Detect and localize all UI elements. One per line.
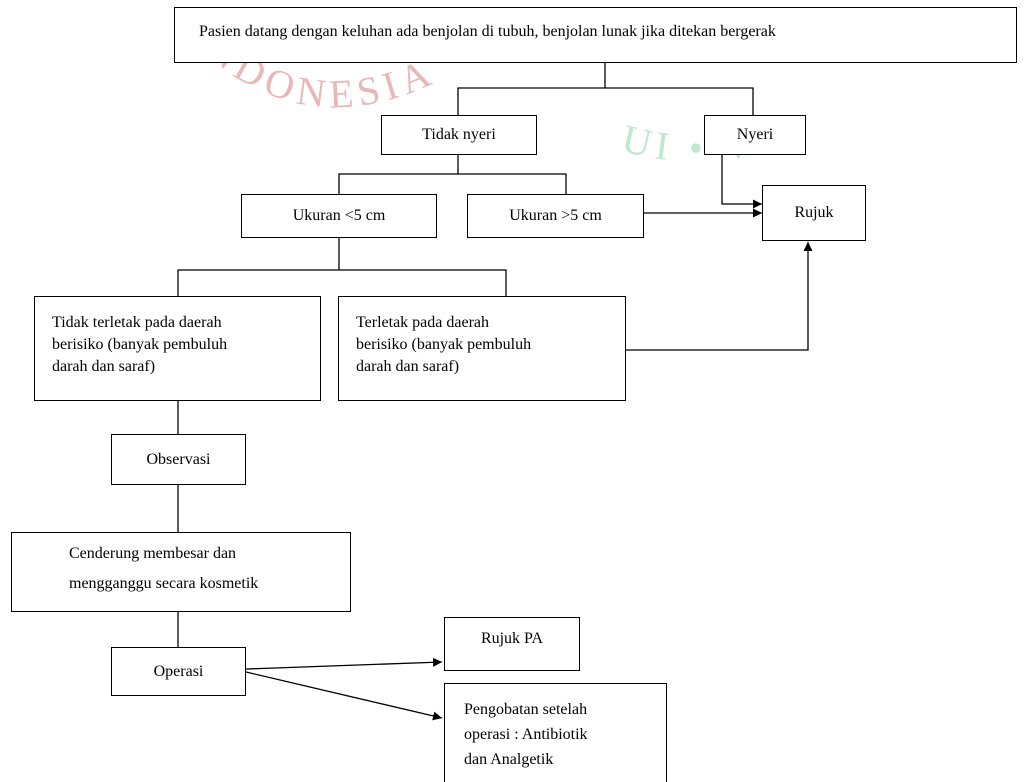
node-tidak-berisiko-line-2: berisiko (banyak pembuluh xyxy=(52,336,228,353)
node-rujuk-pa: Rujuk PA xyxy=(444,617,580,671)
node-tidak-nyeri-text: Tidak nyeri xyxy=(422,126,496,143)
connector-to-ukuran xyxy=(338,173,567,194)
node-cenderung-line-2: mengganggu secara kosmetik xyxy=(69,575,259,592)
node-ukuran-kecil-text: Ukuran <5 cm xyxy=(292,207,386,224)
node-cenderung: Cenderung membesar dan mengganggu secara… xyxy=(11,532,351,612)
node-rujuk-text: Rujuk xyxy=(794,204,834,221)
node-ukuran-besar-text: Ukuran >5 cm xyxy=(509,207,602,224)
connector-to-location xyxy=(177,269,507,296)
node-operasi-text: Operasi xyxy=(153,662,204,680)
node-nyeri-text: Nyeri xyxy=(736,126,774,143)
node-start-text: Pasien datang dengan keluhan ada benjola… xyxy=(199,23,776,40)
node-pengobatan-line-2: operasi : Antibiotik xyxy=(464,726,588,743)
node-start: Pasien datang dengan keluhan ada benjola… xyxy=(174,7,1017,63)
node-observasi: Observasi xyxy=(111,434,246,485)
connector-nyeri-rujuk xyxy=(721,155,762,209)
node-tidak-berisiko-line-3: darah dan saraf) xyxy=(52,358,156,375)
connector-operasi-pengobatan xyxy=(245,671,443,721)
node-tidak-nyeri: Tidak nyeri xyxy=(381,115,537,155)
node-tidak-berisiko: Tidak terletak pada daerah berisiko (ban… xyxy=(34,296,321,401)
node-pengobatan: Pengobatan setelah operasi : Antibiotik … xyxy=(444,683,667,782)
node-berisiko-line-3: darah dan saraf) xyxy=(356,358,460,375)
connector-berisiko-rujuk xyxy=(626,242,813,351)
node-tidak-berisiko-line-1: Tidak terletak pada daerah xyxy=(52,314,222,331)
node-observasi-text: Observasi xyxy=(146,450,211,468)
node-pengobatan-line-3: dan Analgetik xyxy=(464,751,554,768)
node-berisiko-line-1: Terletak pada daerah xyxy=(356,314,490,331)
connector-operasi-rujuk-pa xyxy=(245,657,443,670)
node-rujuk-pa-text: Rujuk PA xyxy=(480,630,544,647)
node-ukuran-besar: Ukuran >5 cm xyxy=(467,194,644,238)
node-nyeri: Nyeri xyxy=(704,115,806,155)
node-berisiko: Terletak pada daerah berisiko (banyak pe… xyxy=(338,296,626,401)
node-berisiko-line-2: berisiko (banyak pembuluh xyxy=(356,336,532,353)
node-ukuran-kecil: Ukuran <5 cm xyxy=(241,194,437,238)
connector-to-tidak-nyeri xyxy=(457,87,754,115)
node-operasi: Operasi xyxy=(111,647,246,696)
node-pengobatan-line-1: Pengobatan setelah xyxy=(464,701,588,718)
node-cenderung-line-1: Cenderung membesar dan xyxy=(69,545,237,562)
node-rujuk: Rujuk xyxy=(762,185,866,241)
